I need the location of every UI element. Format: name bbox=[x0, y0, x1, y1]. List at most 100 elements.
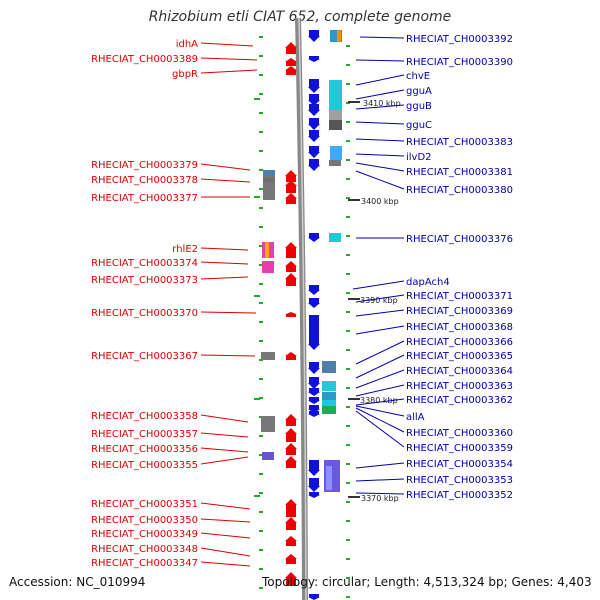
tick-mark bbox=[346, 425, 350, 427]
scale-label: 3410 kbp bbox=[363, 99, 401, 108]
tick-mark bbox=[346, 216, 350, 218]
reverse-gene-arrow bbox=[308, 56, 320, 62]
right-gene-label: dapAch4 bbox=[406, 277, 450, 288]
left-gene-label: RHECIAT_CH0003349 bbox=[91, 529, 198, 540]
tick-mark bbox=[346, 539, 350, 541]
tick-mark bbox=[259, 473, 263, 475]
tick-mark bbox=[259, 74, 263, 76]
tick-mark bbox=[259, 530, 263, 532]
right-leader-line bbox=[355, 170, 405, 190]
left-gene-label: RHECIAT_CH0003389 bbox=[91, 54, 198, 65]
blast-hit-bar bbox=[329, 110, 342, 120]
blast-hit-bar bbox=[261, 416, 275, 432]
left-leader-line bbox=[200, 247, 249, 251]
reverse-gene-arrow bbox=[308, 146, 320, 158]
right-gene-label: RHECIAT_CH0003359 bbox=[406, 443, 513, 454]
tick-mark bbox=[259, 150, 263, 152]
tick-mark bbox=[346, 463, 350, 465]
right-leader-line bbox=[355, 309, 405, 317]
blast-hit-bar bbox=[263, 178, 275, 182]
forward-gene-arrow bbox=[285, 428, 297, 442]
tick-mark bbox=[259, 226, 263, 228]
tick-mark bbox=[259, 568, 263, 570]
tick-mark bbox=[259, 283, 263, 285]
scale-tick bbox=[348, 199, 360, 201]
left-gene-label: RHECIAT_CH0003356 bbox=[91, 444, 198, 455]
forward-gene-arrow bbox=[285, 443, 297, 455]
reverse-gene-arrow bbox=[308, 377, 320, 389]
left-leader-line bbox=[200, 276, 249, 280]
reverse-gene-arrow bbox=[308, 79, 320, 93]
reverse-gene-arrow bbox=[308, 397, 320, 404]
right-leader-line bbox=[355, 294, 405, 303]
scale-tick bbox=[348, 496, 360, 498]
forward-gene-arrow bbox=[285, 193, 297, 204]
left-gene-label: RHECIAT_CH0003377 bbox=[91, 193, 198, 204]
reverse-gene-arrow bbox=[308, 94, 320, 106]
reverse-gene-arrow bbox=[308, 104, 320, 116]
scale-tick bbox=[348, 398, 360, 400]
left-gene-label: rhlE2 bbox=[172, 244, 198, 255]
right-leader-line bbox=[355, 384, 405, 397]
reverse-gene-arrow bbox=[308, 478, 320, 492]
left-leader-line bbox=[200, 354, 256, 357]
blast-hit-bar bbox=[263, 170, 275, 176]
reverse-gene-arrow bbox=[308, 594, 320, 600]
right-gene-label: RHECIAT_CH0003362 bbox=[406, 395, 513, 406]
tick-mark bbox=[259, 188, 263, 190]
tick-mark bbox=[346, 159, 350, 161]
left-gene-label: RHECIAT_CH0003347 bbox=[91, 558, 198, 569]
left-gene-label: RHECIAT_CH0003378 bbox=[91, 175, 198, 186]
tick-mark bbox=[259, 131, 263, 133]
tick-mark bbox=[346, 330, 350, 332]
left-leader-line bbox=[200, 447, 249, 453]
forward-gene-arrow bbox=[285, 572, 297, 586]
major-tick-mark bbox=[254, 398, 260, 400]
tick-mark bbox=[346, 406, 350, 408]
left-leader-line bbox=[200, 178, 251, 183]
left-gene-label: RHECIAT_CH0003351 bbox=[91, 499, 198, 510]
tick-mark bbox=[346, 482, 350, 484]
tick-mark bbox=[259, 93, 263, 95]
left-gene-label: gbpR bbox=[172, 69, 198, 80]
tick-mark bbox=[259, 321, 263, 323]
right-gene-label: RHECIAT_CH0003369 bbox=[406, 306, 513, 317]
map-title: Rhizobium etli CIAT 652, complete genome bbox=[148, 9, 452, 25]
right-gene-label: RHECIAT_CH0003376 bbox=[406, 234, 513, 245]
reverse-gene-arrow bbox=[308, 315, 320, 350]
left-gene-label: RHECIAT_CH0003357 bbox=[91, 429, 198, 440]
forward-gene-arrow bbox=[285, 170, 297, 182]
left-gene-label: RHECIAT_CH0003367 bbox=[91, 351, 198, 362]
tick-mark bbox=[259, 397, 263, 399]
reverse-gene-arrow bbox=[308, 411, 320, 417]
tick-mark bbox=[259, 245, 263, 247]
left-leader-line bbox=[200, 518, 251, 523]
right-leader-line bbox=[355, 104, 405, 110]
scale-label: 3390 kbp bbox=[360, 296, 398, 305]
blast-hit-bar bbox=[262, 452, 274, 460]
reverse-gene-arrow bbox=[308, 233, 320, 242]
left-gene-label: RHECIAT_CH0003379 bbox=[91, 160, 198, 171]
tick-mark bbox=[259, 264, 263, 266]
tick-mark bbox=[346, 121, 350, 123]
right-gene-label: RHECIAT_CH0003392 bbox=[406, 34, 513, 45]
tick-mark bbox=[346, 368, 350, 370]
right-gene-label: RHECIAT_CH0003352 bbox=[406, 490, 513, 501]
tick-mark bbox=[346, 292, 350, 294]
left-gene-label: RHECIAT_CH0003358 bbox=[91, 411, 198, 422]
forward-gene-arrow bbox=[285, 536, 297, 546]
right-leader-line bbox=[355, 121, 405, 125]
left-leader-line bbox=[200, 561, 251, 567]
forward-gene-arrow bbox=[285, 42, 297, 54]
right-leader-line bbox=[355, 410, 405, 448]
forward-gene-arrow bbox=[285, 456, 297, 468]
right-gene-label: RHECIAT_CH0003360 bbox=[406, 428, 513, 439]
right-leader-line bbox=[352, 280, 405, 290]
left-gene-label: RHECIAT_CH0003374 bbox=[91, 258, 198, 269]
tick-mark bbox=[259, 511, 263, 513]
right-leader-line bbox=[355, 478, 405, 482]
right-leader-line bbox=[355, 340, 405, 365]
forward-gene-arrow bbox=[285, 499, 297, 517]
